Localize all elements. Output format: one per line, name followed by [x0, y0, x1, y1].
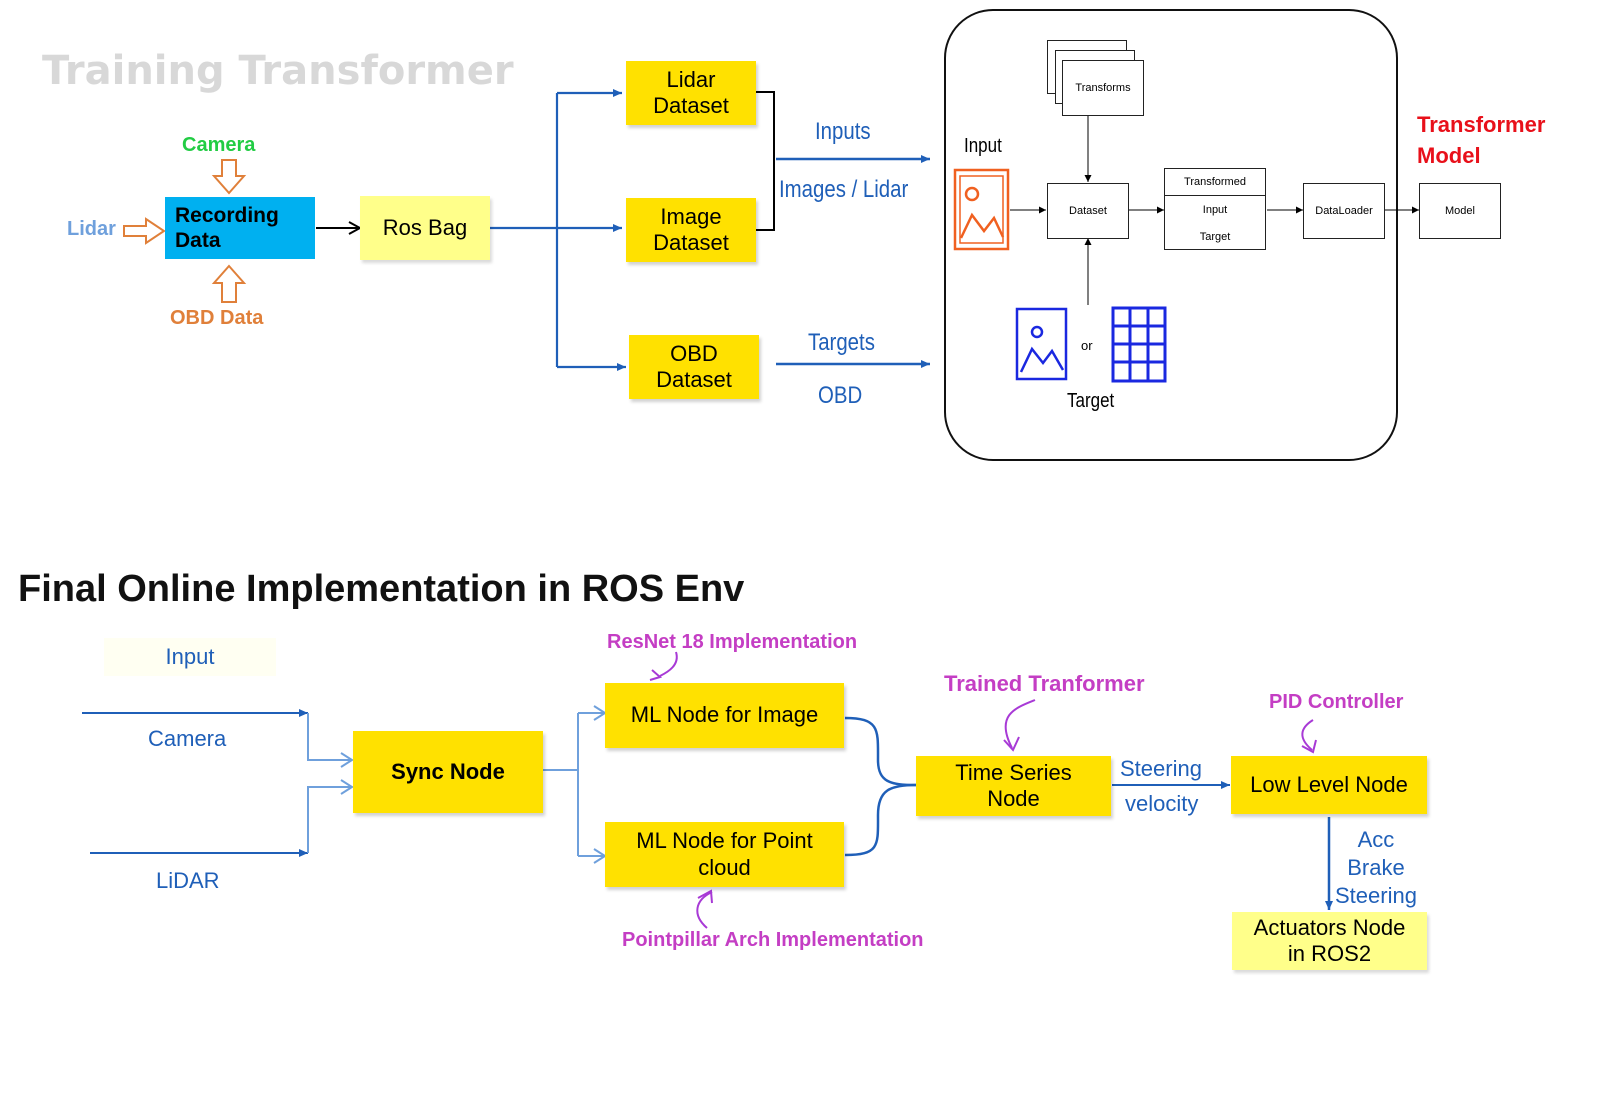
pid-annotation: PID Controller [1269, 691, 1404, 713]
or-label: or [1081, 338, 1093, 353]
pipeline-frame [944, 9, 1398, 461]
sync-output-connectors [543, 705, 607, 864]
rosbag-branches [490, 89, 626, 371]
ml-merge-bracket [844, 716, 917, 857]
images-lidar-label: Images / Lidar [779, 176, 909, 203]
obd-dataset-box: OBD Dataset [629, 335, 759, 399]
lidar-stream-label: LiDAR [156, 868, 220, 893]
camera-arrow-icon [211, 159, 247, 195]
pipeline-input-label: Input [964, 135, 1002, 157]
steering-label: Steering [1120, 756, 1202, 781]
targets-label: Targets [808, 329, 875, 356]
target-label: Target [1067, 390, 1115, 412]
image-dataset-box: Image Dataset [626, 198, 756, 262]
velocity-label: velocity [1125, 791, 1199, 816]
recording-data-box: Recording Data [165, 197, 315, 259]
transformer-model-label: Transformer Model [1417, 112, 1546, 168]
time-series-node-box: Time Series Node [916, 756, 1111, 816]
model-box: Model [1419, 183, 1501, 239]
bottom-title: Final Online Implementation in ROS Env [18, 568, 745, 610]
camera-label: Camera [182, 134, 256, 156]
obd-arrow-icon [211, 264, 247, 303]
lidar-dataset-box: Lidar Dataset [626, 61, 756, 125]
ml-node-image-box: ML Node for Image [605, 683, 844, 748]
obd-label: OBD [818, 382, 863, 409]
resnet-annotation: ResNet 18 Implementation [607, 631, 858, 653]
camera-stream-label: Camera [148, 726, 227, 751]
dataset-bracket [756, 91, 775, 231]
input-label-box: Input [104, 638, 276, 676]
obd-data-label: OBD Data [170, 307, 264, 329]
actuators-node-box: Actuators Node in ROS2 [1232, 912, 1427, 970]
transformed-header: Transformed [1165, 169, 1265, 196]
pipeline-arrows [1010, 115, 1419, 305]
image-input-icon [953, 168, 1010, 251]
acc-brake-steering-label: Acc Brake Steering [1335, 827, 1417, 909]
annotation-arrows [649, 651, 1317, 929]
rosbag-box: Ros Bag [360, 196, 490, 260]
lidar-arrow-icon [123, 217, 166, 245]
dataloader-box: DataLoader [1303, 183, 1385, 239]
transformed-input: Input [1202, 203, 1228, 216]
sync-node-box: Sync Node [353, 731, 543, 813]
target-grid-icon [1111, 306, 1167, 383]
pointpillar-annotation: Pointpillar Arch Implementation [622, 929, 924, 951]
inputs-label: Inputs [815, 118, 871, 145]
top-title: Training Transformer [42, 48, 514, 94]
transforms-box: Transforms [1062, 60, 1144, 116]
sync-input-connectors [307, 713, 354, 853]
low-level-node-box: Low Level Node [1231, 756, 1427, 814]
ml-node-point-box: ML Node for Point cloud [605, 822, 844, 887]
dataset-box: Dataset [1047, 183, 1129, 239]
transformed-box: Transformed Input Target [1164, 168, 1266, 250]
lidar-label: Lidar [67, 218, 116, 240]
trained-annotation: Trained Tranformer [944, 671, 1145, 696]
transformed-target: Target [1199, 230, 1231, 243]
target-image-icon [1015, 307, 1068, 381]
